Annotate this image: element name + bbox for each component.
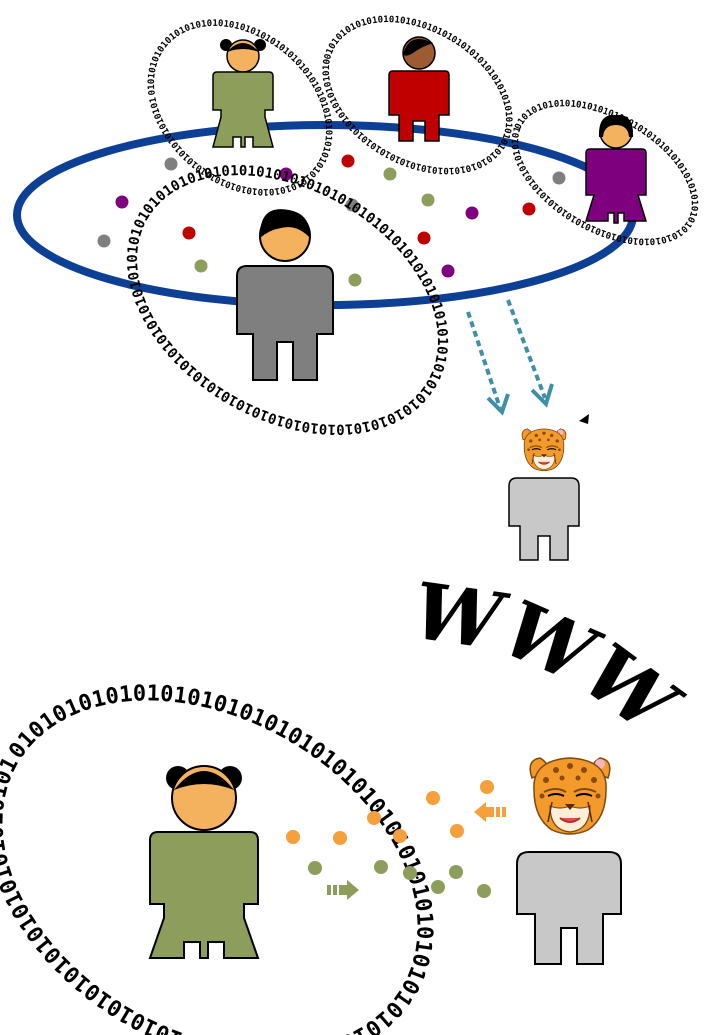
data-flow-arrows <box>466 299 554 416</box>
data-dot <box>441 264 455 278</box>
data-dot <box>552 171 566 185</box>
data-dot <box>417 231 431 245</box>
data-dot <box>115 195 129 209</box>
data-dot <box>345 198 359 212</box>
data-dot <box>480 780 494 794</box>
data-dot <box>383 167 397 181</box>
data-dot <box>97 234 111 248</box>
data-dot <box>465 206 479 220</box>
privacy-bubble-gray-person: 0101010101010101010101010101010101010101… <box>0 0 450 437</box>
data-dot <box>182 226 196 240</box>
www-label: WWW <box>408 566 697 757</box>
person-purple-icon <box>584 114 648 224</box>
data-dot <box>426 791 440 805</box>
data-dot <box>449 865 463 879</box>
data-dot <box>194 259 208 273</box>
data-dot <box>431 880 445 894</box>
data-dot <box>393 829 407 843</box>
person-green-girl-icon <box>212 39 274 148</box>
data-dot <box>522 202 536 216</box>
data-dot <box>421 193 435 207</box>
data-dot <box>279 167 293 181</box>
data-dot <box>341 154 355 168</box>
data-dot <box>164 157 178 171</box>
cheetah-person-small-icon <box>508 428 580 561</box>
network-data-dots <box>97 154 566 287</box>
data-dot <box>450 824 464 838</box>
data-dot <box>333 831 347 845</box>
exchange-data-dots <box>286 780 494 898</box>
data-dot <box>367 811 381 825</box>
data-dot <box>403 866 417 880</box>
cheetah-person-large-icon <box>516 757 622 965</box>
svg-text:010101010101010101010101010101: 0101010101010101010101010101010101010101… <box>0 0 450 437</box>
data-dot <box>308 861 322 875</box>
person-gray-icon <box>236 209 334 381</box>
arrow-left-orange-icon <box>474 802 506 822</box>
arrow-right-green-icon <box>327 880 359 900</box>
person-red-icon <box>388 36 450 142</box>
small-arrow-tick <box>579 414 589 424</box>
data-dot <box>286 830 300 844</box>
person-green-girl-large-icon <box>148 765 260 959</box>
data-dot <box>348 273 362 287</box>
data-dot <box>374 860 388 874</box>
data-dot <box>477 884 491 898</box>
